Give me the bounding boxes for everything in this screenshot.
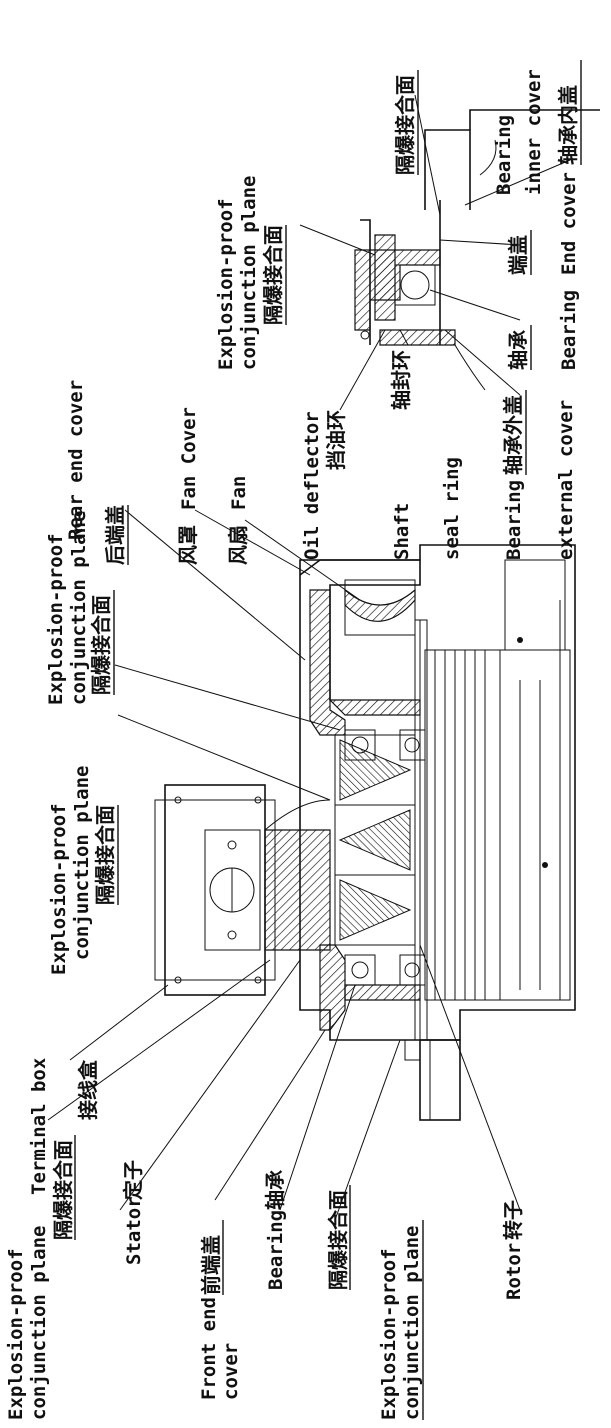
label-explosion-proof-5-en2: conjunction plane: [238, 176, 260, 370]
front-bearing: [344, 954, 426, 986]
rear-end-cover-shape: [309, 589, 346, 736]
leader-bearing-rear: [429, 289, 521, 321]
leader-bearing-external: [444, 329, 521, 396]
leader-explosion-proof-6: [414, 94, 441, 216]
leader-front-end-cover: [214, 1029, 326, 1201]
stator-core: [334, 734, 416, 946]
label-bearing-inner-en2: inner cover: [523, 69, 545, 195]
labels: Explosion-proof conjunction plane 隔爆接合面 …: [5, 60, 582, 1420]
label-explosion-proof-2-en1: Explosion-proof: [378, 1248, 400, 1420]
label-explosion-proof-1-en2: conjunction plane: [28, 1226, 50, 1420]
label-shaft-seal-cn: 轴封环: [389, 350, 413, 410]
shaft-extension: [419, 1039, 461, 1121]
label-bearing-inner-en1: Bearing: [493, 115, 515, 195]
leader-lines: [47, 94, 571, 1221]
leader-end-cover: [439, 239, 521, 246]
leader-explosion-proof-5: [299, 224, 376, 256]
motor-drawing: [154, 544, 576, 1121]
label-explosion-proof-2-cn: 隔爆接合面: [326, 1190, 350, 1290]
leader-explosion-proof-1: [47, 959, 271, 1121]
label-explosion-proof-3-en1: Explosion-proof: [48, 803, 70, 975]
fan-shape: [344, 588, 416, 622]
leader-shaft-seal: [399, 329, 409, 346]
label-front-end-cover-en1: Front end: [198, 1297, 220, 1400]
label-explosion-proof-4-cn: 隔爆接合面: [89, 595, 113, 695]
label-fan-cover-en: Fan Cover: [178, 407, 200, 510]
label-explosion-proof-5-cn: 隔爆接合面: [261, 225, 285, 325]
label-bearing-ext-cn: 轴承外盖: [501, 395, 525, 475]
label-bearing-front-en: Bearing: [265, 1210, 287, 1290]
label-fan-en: Fan: [228, 476, 250, 510]
label-fan-cn: 风扇: [226, 525, 250, 565]
label-terminal-box-en: Terminal box: [28, 1058, 50, 1195]
label-shaft-seal-en2: seal ring: [441, 457, 463, 560]
leader-fan-cover: [194, 509, 311, 576]
leader-explosion-proof-4: [114, 664, 341, 731]
rear-bearing: [344, 729, 426, 761]
label-front-end-cover-en2: cover: [220, 1343, 242, 1400]
label-rotor-cn: 转子: [501, 1200, 525, 1240]
label-explosion-proof-2-en2: conjunction plane: [401, 1226, 423, 1420]
label-explosion-proof-3-en2: conjunction plane: [71, 766, 93, 960]
leader-rear-end-cover: [124, 509, 306, 661]
front-end-cover-shape: [319, 944, 346, 1031]
label-oil-deflector-en: Oil deflector: [301, 411, 323, 560]
label-stator-cn: 定子: [121, 1160, 145, 1200]
label-rear-end-cover-en: Rear end cover: [65, 380, 87, 540]
label-bearing-inner-cn: 轴承内盖: [556, 85, 580, 165]
leader-explosion-proof-2: [334, 1039, 401, 1221]
leader-oil-deflector: [339, 329, 386, 411]
label-fan-cover-cn: 风罩: [176, 525, 200, 565]
leader-rotor: [419, 944, 521, 1211]
label-stator-en: Stator: [123, 1196, 145, 1265]
leader-stator: [119, 959, 301, 1211]
label-rear-end-cover-cn: 后端盖: [103, 505, 127, 565]
leader-bearing-inner: [464, 159, 571, 206]
label-explosion-proof-3-cn: 隔爆接合面: [93, 805, 117, 905]
label-explosion-proof-1-cn: 隔爆接合面: [51, 1140, 75, 1240]
label-end-cover-cn: 端盖: [506, 235, 530, 275]
label-front-end-cover-cn: 前端盖: [199, 1235, 223, 1295]
label-terminal-box-cn: 接线盒: [76, 1059, 100, 1120]
label-explosion-proof-5-en1: Explosion-proof: [215, 198, 237, 370]
label-bearing-ext-en2: external cover: [555, 400, 577, 560]
label-bearing-ext-en1: Bearing: [503, 480, 525, 560]
leader-fan: [244, 519, 361, 601]
leader-explosion-proof-3: [117, 714, 331, 801]
stator-frame: [424, 649, 571, 1001]
terminal-box: [154, 784, 331, 996]
bearing-detail-drawing: [354, 109, 600, 391]
label-bearing-front-cn: 轴承: [263, 1170, 287, 1210]
label-explosion-proof-6-cn: 隔爆接合面: [393, 75, 417, 175]
label-bearing-rear-cn: 轴承: [506, 330, 530, 370]
label-shaft-seal-en1: Shaft: [391, 503, 413, 560]
label-bearing-rear-en: Bearing: [558, 290, 580, 370]
leader-terminal-box: [69, 984, 169, 1061]
label-rotor-en: Rotor: [503, 1243, 525, 1300]
label-explosion-proof-1-en1: Explosion-proof: [5, 1248, 27, 1420]
fan-cover-shape: [299, 559, 421, 700]
label-explosion-proof-4-en1: Explosion-proof: [45, 533, 67, 705]
leader-bearing-front: [279, 984, 356, 1211]
label-end-cover-en: End cover: [558, 172, 580, 275]
label-oil-deflector-cn: 挡油环: [324, 410, 348, 470]
label-explosion-proof-4-en2: conjunction plane: [68, 511, 90, 705]
